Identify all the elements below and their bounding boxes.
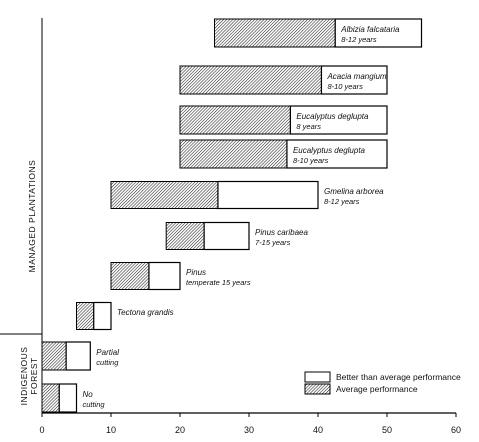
bar-segment-better	[203, 221, 250, 251]
legend-label-better: Better than average performance	[336, 372, 461, 382]
bar-label-detail: 8-10 years	[327, 82, 363, 91]
bar-segment-better	[320, 65, 388, 95]
bar-label-species: Eucalyptus deglupta	[296, 112, 369, 121]
x-tick-label: 20	[175, 425, 185, 435]
x-tick-label: 40	[313, 425, 323, 435]
bar-segment-average	[41, 383, 60, 413]
bar-segment-better	[217, 180, 319, 210]
x-tick-label: 0	[39, 425, 44, 435]
bar-label-detail: 7-15 years	[255, 238, 291, 247]
bar-label-detail: 8 years	[296, 122, 321, 131]
bar-segment-average	[110, 181, 219, 209]
group-label-indigenous-line2: FOREST	[29, 357, 39, 394]
bar-label-detail: 8-12 years	[341, 35, 377, 44]
bar-label-detail: cutting	[96, 358, 119, 367]
x-tick-label: 10	[106, 425, 116, 435]
bar-label-species: No	[83, 390, 94, 399]
bar-label-species: Eucalyptus deglupta	[293, 146, 366, 155]
bar-segment-average	[110, 262, 150, 290]
bar-label-species: Acacia mangium	[326, 72, 386, 81]
bar-segment-better	[93, 301, 112, 331]
bar-label-detail: 8-12 years	[324, 197, 360, 206]
x-tick-label: 50	[382, 425, 392, 435]
bar-segment-better	[334, 18, 423, 48]
bar-segment-average	[179, 139, 288, 169]
x-tick-label: 60	[451, 425, 461, 435]
bar-label-species: Pinus caribaea	[255, 228, 308, 237]
bar-segment-better	[286, 139, 388, 169]
bar-label-species: Albizia falcataria	[340, 25, 400, 34]
bar-segment-average	[76, 302, 95, 330]
bar-label-detail: cutting	[83, 400, 106, 409]
bar-segment-average	[179, 105, 291, 135]
legend-swatch-average	[304, 383, 331, 395]
bar-label-species: Gmelina arborea	[324, 187, 384, 196]
bar-segment-better	[65, 341, 91, 371]
bar-label-species: Tectona grandis	[117, 308, 174, 317]
bar-segment-better	[289, 105, 388, 135]
bar-segment-average	[214, 18, 336, 48]
bar-segment-better	[148, 261, 181, 291]
bar-segment-average	[179, 65, 322, 95]
x-axis-ticks: 0 10 20 30 40 50 60	[39, 413, 461, 435]
group-label-managed-plantations: MANAGED PLANTATIONS	[27, 160, 37, 273]
bar-segment-average	[41, 341, 67, 371]
bar-segment-better	[58, 383, 78, 413]
x-tick-label: 30	[244, 425, 254, 435]
bar-segment-average	[165, 222, 205, 250]
legend: Better than average performance Average …	[304, 371, 461, 395]
legend-label-average: Average performance	[336, 384, 418, 394]
group-label-indigenous-line1: INDIGENOUS	[19, 347, 29, 406]
bar-label-species: Pinus	[186, 268, 206, 277]
bar-label-detail: temperate 15 years	[186, 278, 251, 287]
bar-label-detail: 8-10 years	[293, 156, 329, 165]
legend-swatch-better	[304, 371, 331, 383]
bar-label-species: Partial	[96, 348, 119, 357]
